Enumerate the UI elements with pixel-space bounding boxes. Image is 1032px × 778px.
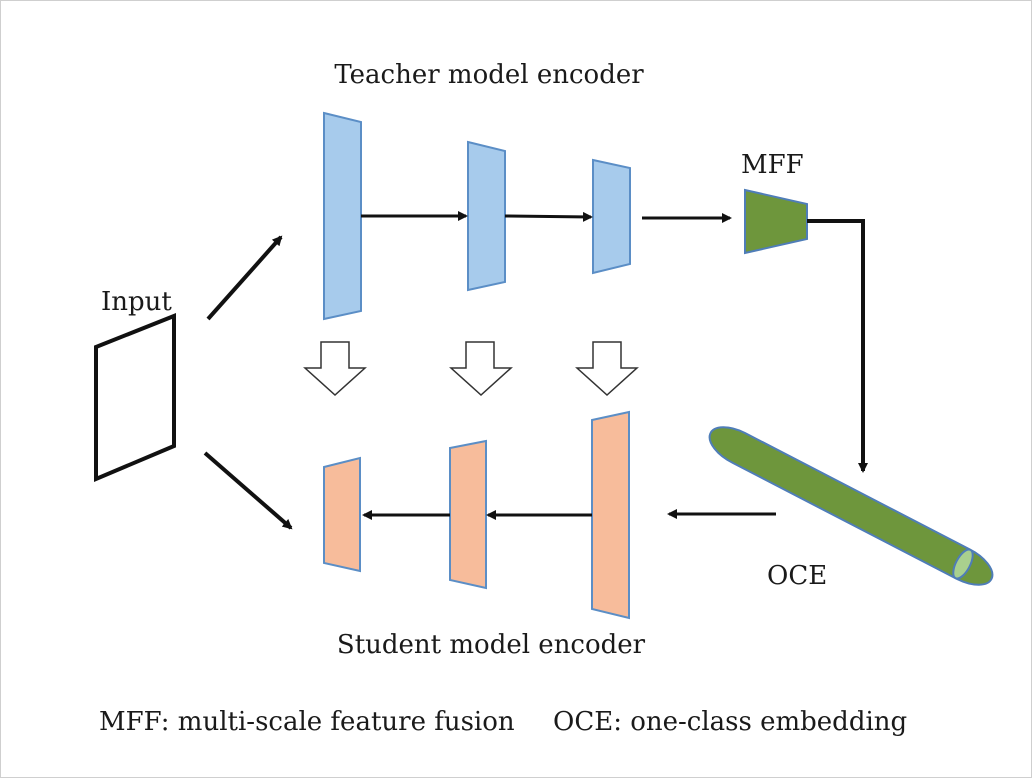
teacher-encoder-title: Teacher model encoder	[334, 60, 644, 90]
input-image-shape	[94, 313, 176, 483]
input-to-teacher-arrow	[206, 235, 283, 321]
teacher-block-1	[323, 111, 362, 321]
legend-mff: MFF: multi-scale feature fusion	[99, 707, 515, 737]
oce-label: OCE	[767, 561, 827, 591]
distill-arrow-3	[575, 341, 639, 397]
input-to-student-arrow	[203, 451, 293, 530]
teacher-block-2	[467, 140, 506, 292]
student-encoder-title: Student model encoder	[337, 630, 646, 660]
mff-to-oce-arrow	[807, 219, 868, 473]
teacher-block-3	[592, 158, 631, 275]
legend-oce: OCE: one-class embedding	[553, 707, 907, 737]
distill-arrow-1	[303, 341, 367, 397]
teacher-arrow-2-3	[504, 211, 593, 222]
student-block-3	[591, 410, 630, 620]
distill-arrow-2	[449, 341, 513, 397]
student-block-1	[323, 456, 361, 573]
student-block-2	[449, 439, 487, 590]
mff-label: MFF	[741, 150, 804, 180]
input-label: Input	[101, 287, 172, 317]
oce-cylinder	[708, 426, 994, 586]
mff-block	[744, 188, 808, 255]
